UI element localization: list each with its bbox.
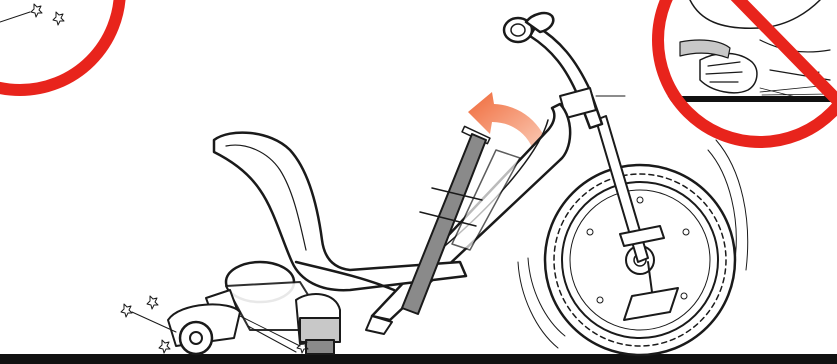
right-detail-callout (650, 0, 837, 150)
left-detail-callout (0, 0, 130, 90)
ground-line (0, 354, 837, 364)
rear-caster-wheel (168, 304, 240, 354)
